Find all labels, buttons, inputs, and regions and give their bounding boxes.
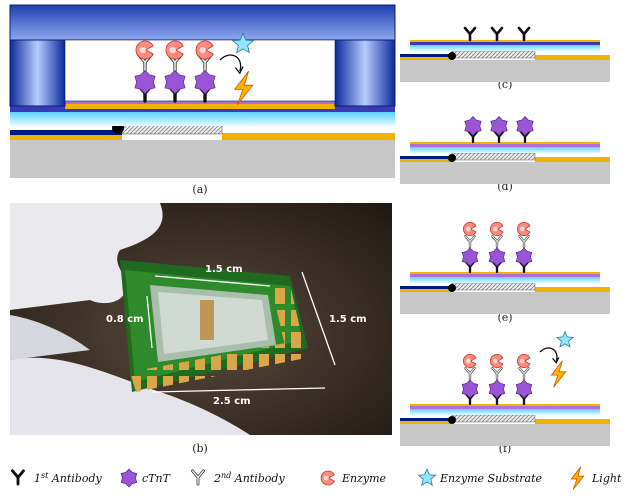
second-antibody-icon xyxy=(464,235,476,249)
first-antibody-icon xyxy=(463,26,477,42)
legend-item-sub: Enzyme Substrate xyxy=(439,472,543,485)
enzyme-icon xyxy=(490,222,504,236)
electrode xyxy=(535,157,610,162)
ctnt-icon xyxy=(134,69,156,95)
legend-item-light: Light xyxy=(591,472,622,485)
caption-e: (e) xyxy=(497,311,512,324)
chamber-lid xyxy=(9,4,396,41)
ctnt-icon xyxy=(464,115,482,136)
substrate xyxy=(10,140,395,178)
electrode xyxy=(535,419,610,424)
enzyme-icon xyxy=(517,222,531,236)
legend-item-ab2: 2nd Antibody xyxy=(213,471,285,486)
label-height-right: 1.5 cm xyxy=(329,314,367,325)
substrate xyxy=(400,292,610,314)
legend-label: Enzyme Substrate xyxy=(439,472,543,485)
ctnt-icon xyxy=(488,247,506,267)
legend-label: Light xyxy=(591,472,622,485)
contact-dot xyxy=(448,52,456,60)
panel-a: (a) xyxy=(9,4,396,196)
substrate xyxy=(400,424,610,446)
star-icon xyxy=(417,467,437,487)
hatched-channel xyxy=(451,152,536,161)
electrode xyxy=(222,133,395,140)
legend-item-ctnt: cTnT xyxy=(142,472,172,485)
lightning-icon xyxy=(550,360,567,388)
caption-b: (b) xyxy=(192,442,208,455)
star-icon xyxy=(555,330,575,348)
first-antibody-icon xyxy=(517,26,531,42)
legend: 1st Antibody cTnT 2nd Antibody Enzyme Enzyme… xyxy=(11,466,622,490)
label-width-top: 1.5 cm xyxy=(205,264,243,275)
enzyme-icon xyxy=(135,40,154,60)
legend-item-ab1: 1st Antibody xyxy=(34,471,102,486)
ctnt-icon xyxy=(490,115,508,136)
legend-label: Enzyme xyxy=(341,472,387,485)
second-antibody-icon xyxy=(464,367,476,381)
legend-item-enz: Enzyme xyxy=(341,472,387,485)
panel-c: (c) xyxy=(400,26,610,91)
legend-label: 1st Antibody xyxy=(34,471,102,486)
second-antibody-icon xyxy=(518,367,530,381)
panel-d: (d) xyxy=(400,115,610,193)
dark-electrode xyxy=(10,130,122,138)
hatched-channel xyxy=(451,414,536,423)
first-antibody-icon xyxy=(490,26,504,42)
cyan-layer xyxy=(410,45,600,51)
contact-dot xyxy=(448,154,456,162)
enzyme-icon xyxy=(165,40,184,60)
contact-dot xyxy=(448,416,456,424)
cyan-layer xyxy=(10,112,395,126)
panel-b: 1.5 cm 0.8 cm 1.5 cm 2.5 cm (b) xyxy=(10,203,392,455)
enzyme-icon xyxy=(320,470,335,486)
ctnt-icon xyxy=(194,69,216,95)
cyan-layer xyxy=(410,147,600,153)
label-width-bottom: 2.5 cm xyxy=(213,396,251,407)
cyan-layer xyxy=(410,277,600,283)
hatched-channel xyxy=(451,50,536,59)
ctnt-icon xyxy=(164,69,186,95)
enzyme-icon xyxy=(517,354,531,368)
enzyme-icon xyxy=(463,222,477,236)
ctnt-icon xyxy=(461,247,479,267)
electrode xyxy=(535,287,610,292)
second-antibody-icon xyxy=(191,469,205,486)
substrate xyxy=(400,162,610,184)
enzyme-icon xyxy=(463,354,477,368)
first-antibody-icon xyxy=(11,469,25,486)
second-antibody-icon xyxy=(518,235,530,249)
caption-a: (a) xyxy=(192,183,207,196)
lightning-icon xyxy=(570,466,585,490)
lightning-icon xyxy=(233,70,254,106)
contact-dot xyxy=(448,284,456,292)
ctnt-icon xyxy=(516,115,534,136)
second-antibody-icon xyxy=(491,235,503,249)
label-height-left: 0.8 cm xyxy=(106,314,144,325)
legend-label: 2nd Antibody xyxy=(213,471,285,486)
ctnt-icon xyxy=(120,468,138,488)
panel-e: (e) xyxy=(400,222,610,324)
substrate xyxy=(400,60,610,82)
reaction-arrow-icon xyxy=(539,347,560,364)
ctnt-icon xyxy=(488,379,506,399)
hatched-channel xyxy=(451,282,536,291)
reaction-arrow-icon xyxy=(219,54,244,75)
second-antibody-icon xyxy=(491,367,503,381)
electrode xyxy=(535,55,610,60)
legend-label: cTnT xyxy=(142,472,172,485)
ctnt-icon xyxy=(461,379,479,399)
enzyme-icon xyxy=(490,354,504,368)
enzyme-icon xyxy=(195,40,214,60)
star-icon xyxy=(231,32,255,54)
cyan-layer xyxy=(410,409,600,415)
ctnt-icon xyxy=(515,379,533,399)
ctnt-icon xyxy=(515,247,533,267)
panel-f: (f) xyxy=(400,330,610,455)
